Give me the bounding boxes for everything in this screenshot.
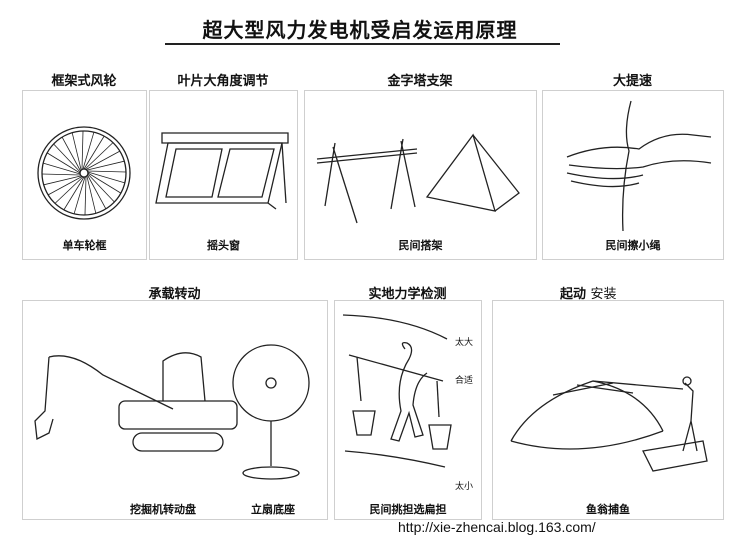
caption-hands-rope: 民间擦小绳: [605, 239, 661, 252]
heading-speed-up: 大提速: [612, 74, 652, 89]
heading-startup-text: 起动: [560, 287, 587, 302]
panel-fishing-net: 鱼翁捕鱼: [492, 300, 724, 520]
heading-load-rotation: 承载转动: [148, 287, 201, 302]
wheel-spoke: [71, 132, 82, 171]
wheel-spoke: [54, 176, 84, 204]
heading-field-test: 实地力学检测: [368, 287, 447, 302]
wheel-spoke: [46, 152, 81, 174]
wheel-spoke: [87, 174, 107, 210]
wheel-spoke: [43, 175, 82, 186]
panel-pyramid-frame: 民间搭架: [304, 90, 537, 260]
wheel-spoke: [53, 143, 81, 173]
fishing-net-drawing: [510, 376, 708, 472]
wheel-spoke: [73, 176, 86, 214]
heading-pyramid-support: 金字塔支架: [387, 74, 453, 89]
wheel-spoke: [85, 150, 121, 170]
wheel-spoke: [81, 131, 84, 170]
panel-pivot-window: 摇头窗: [149, 90, 298, 260]
panel-bicycle-wheel: 单车轮框: [22, 90, 147, 260]
wheel-spoke: [83, 135, 105, 170]
bicycle-wheel-drawing: [37, 126, 131, 220]
heading-blade-angle: 叶片大角度调节: [177, 74, 269, 89]
wheel-spoke: [87, 173, 115, 203]
wheel-spoke: [47, 176, 83, 196]
caption-standing-fan: 立扇底座: [251, 503, 295, 516]
heading-install-text: 安装: [590, 287, 617, 302]
excavator-fan-drawing: [34, 344, 310, 480]
wheel-spoke: [43, 162, 81, 175]
heading-startup: 起动 安装: [560, 283, 680, 302]
panel-excavator-fan: 挖掘机转动盘 立扇底座: [22, 300, 328, 520]
wheel-spoke: [86, 175, 97, 214]
wheel-spoke: [61, 136, 81, 172]
wheel-spoke: [87, 171, 125, 184]
caption-folk-frame: 民间搭架: [398, 239, 443, 252]
wheel-spoke: [84, 142, 114, 170]
wheel-spoke: [63, 176, 85, 211]
label-too-big: 太大: [455, 338, 474, 348]
label-too-small: 太小: [455, 482, 474, 492]
folk-frame-drawing: [316, 133, 520, 224]
panel-carrying-pole: 太大 合适 太小 民间挑担选扁担: [334, 300, 482, 520]
wheel-spoke: [42, 173, 81, 176]
title-underline: [165, 43, 560, 45]
wheel-spoke: [82, 132, 95, 170]
caption-fishing-net: 鱼翁捕鱼: [586, 503, 630, 516]
wheel-spoke: [87, 170, 126, 173]
caption-carrying-pole: 民间挑担选扁担: [369, 503, 447, 516]
wheel-spoke: [87, 172, 122, 194]
caption-pivot-window: 摇头窗: [207, 239, 240, 252]
pivot-window-drawing: [155, 132, 289, 210]
panel-hands-rope: 民间擦小绳: [542, 90, 724, 260]
caption-bicycle-wheel: 单车轮框: [62, 239, 107, 252]
heading-frame-wheel: 框架式风轮: [51, 74, 117, 89]
carrying-pole-drawing: [342, 314, 452, 468]
blog-url-link[interactable]: http://xie-zhencai.blog.163.com/: [398, 519, 596, 535]
wheel-spoke: [84, 176, 87, 215]
label-just-right: 合适: [455, 376, 474, 386]
caption-excavator: 挖掘机转动盘: [130, 503, 196, 516]
hands-rope-drawing: [566, 100, 712, 232]
page-title: 超大型风力发电机受启发运用原理: [202, 18, 518, 42]
wheel-spoke: [86, 160, 125, 171]
